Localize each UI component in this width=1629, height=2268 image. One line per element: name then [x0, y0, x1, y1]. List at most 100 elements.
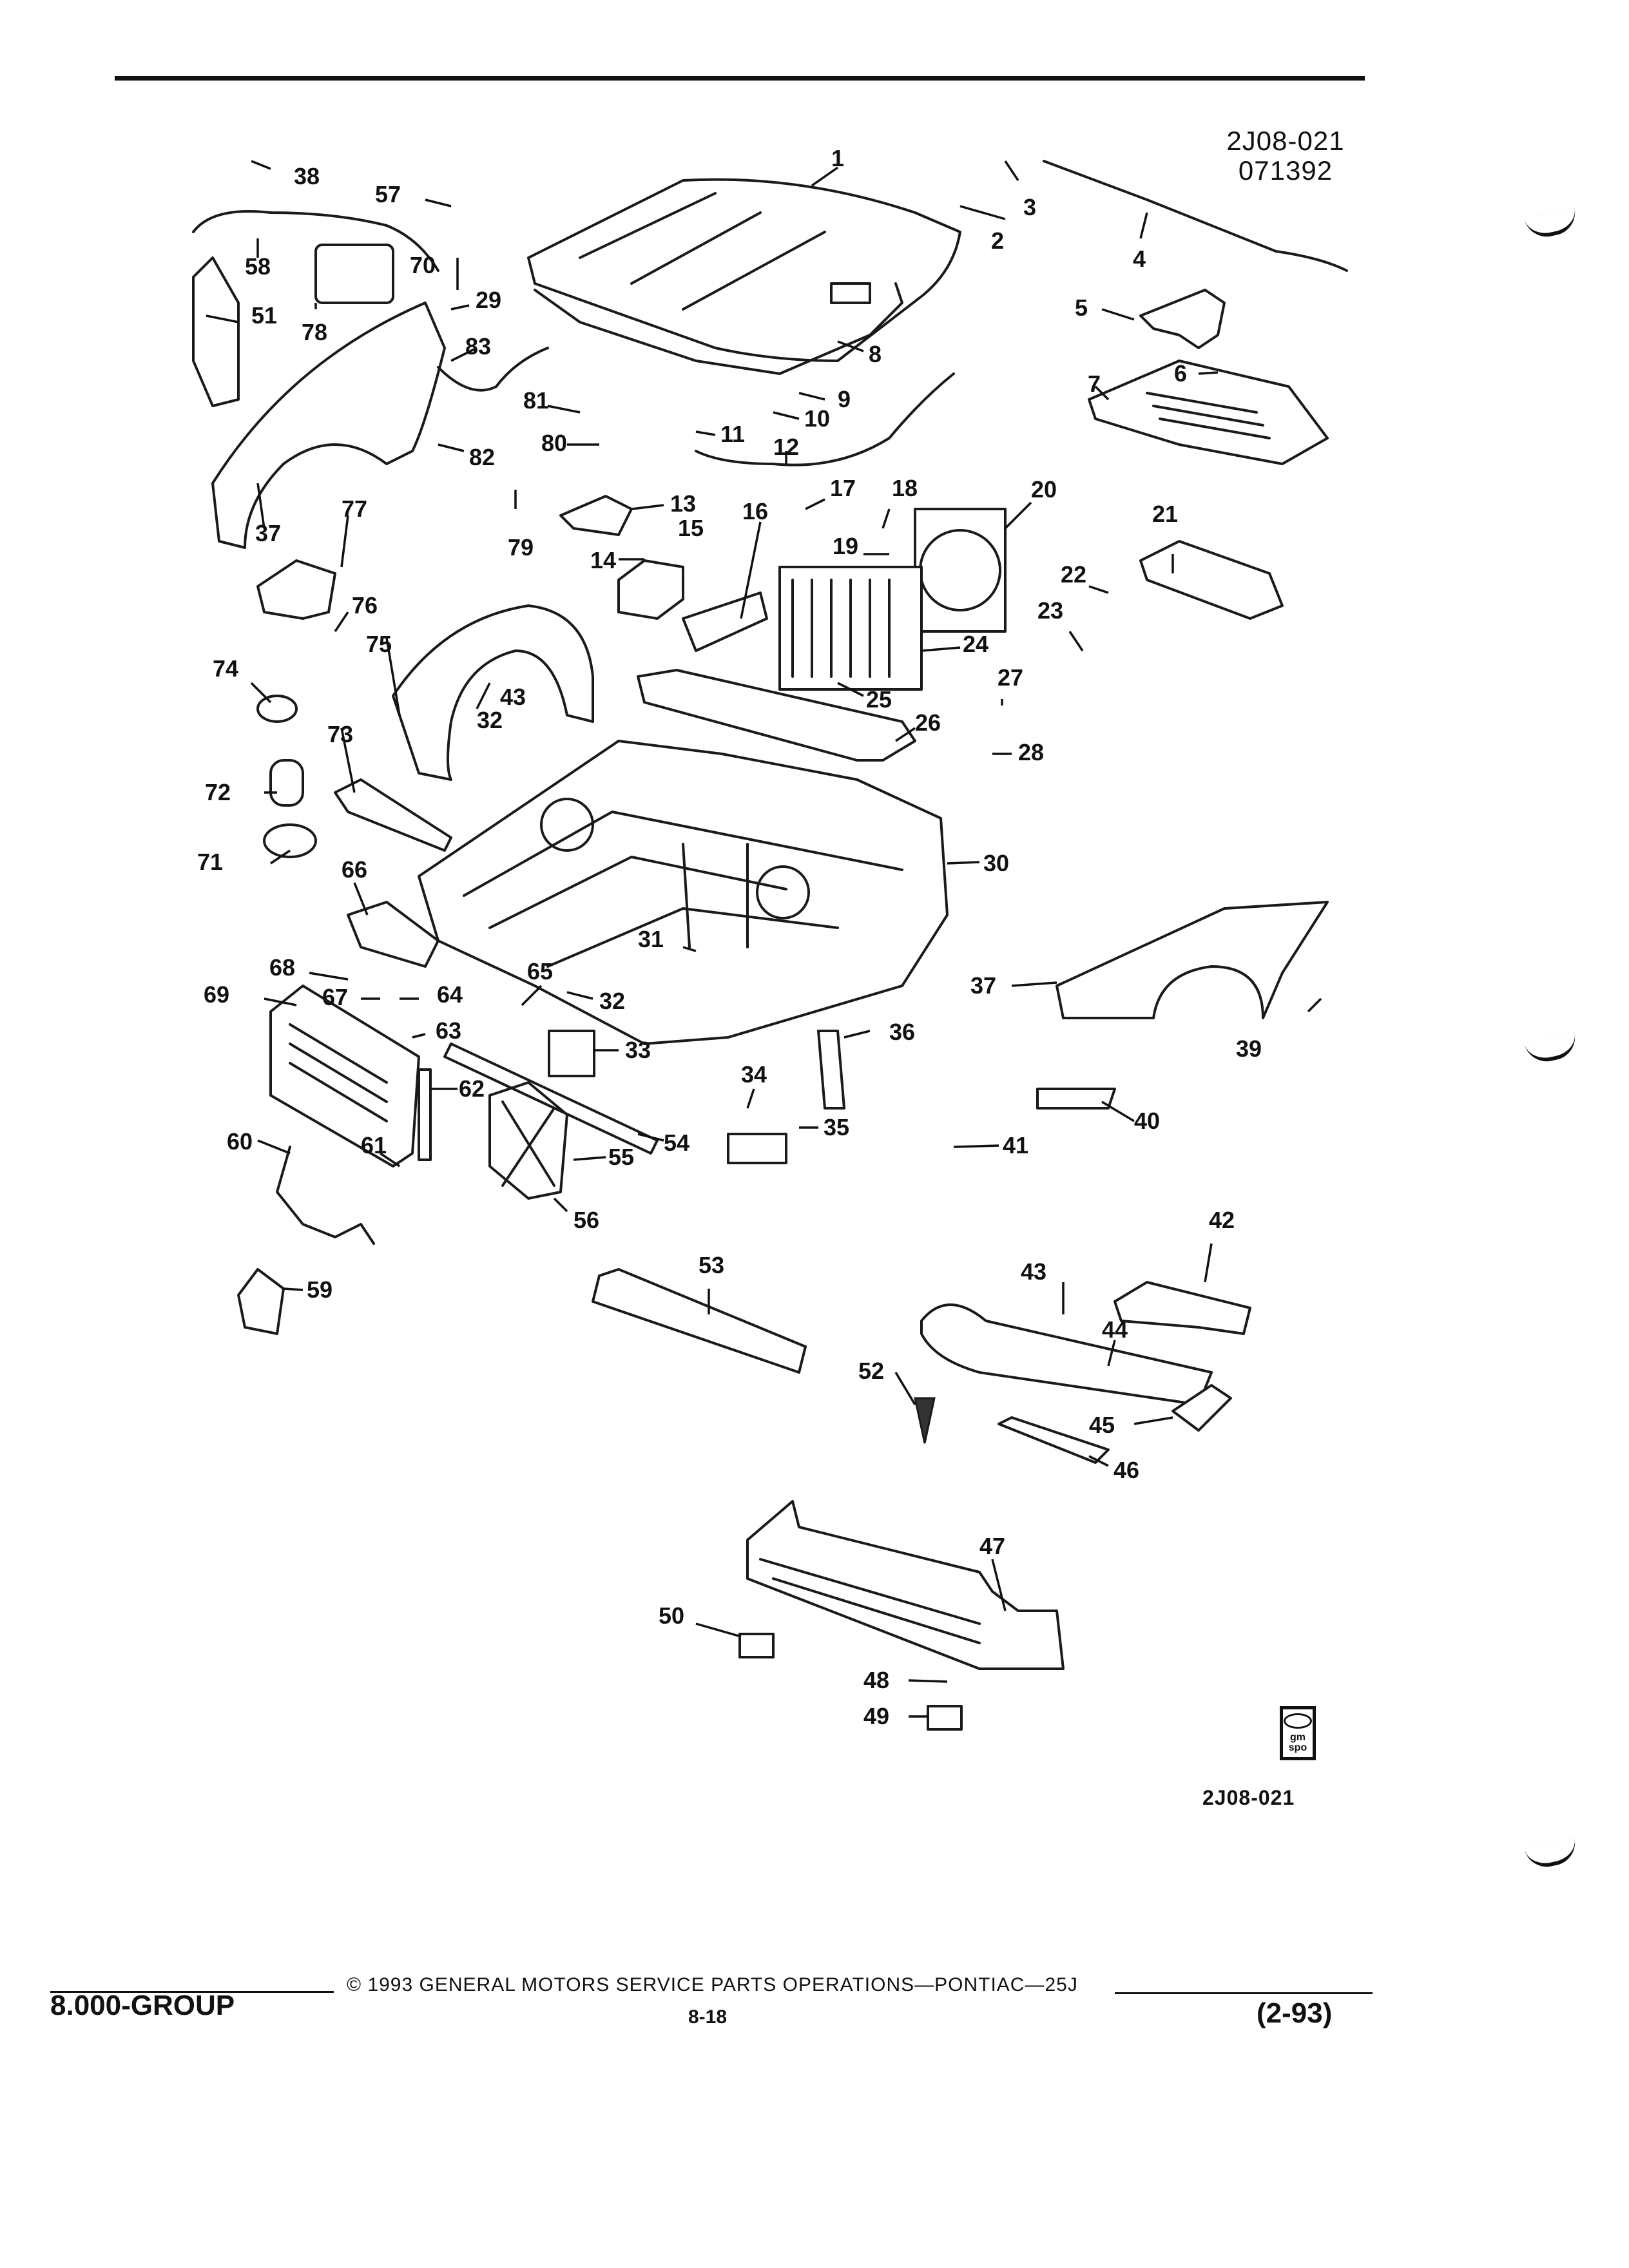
leader-line: [991, 1559, 1007, 1611]
leader-line: [637, 1133, 664, 1142]
callout-15: 15: [678, 515, 704, 541]
callout-40: 40: [1134, 1108, 1160, 1134]
callout-22: 22: [1061, 561, 1086, 588]
callout-3: 3: [1023, 194, 1036, 220]
callout-32-lower: 32: [599, 988, 625, 1014]
radiator-core-lines: [791, 579, 891, 678]
leader-line: [1088, 585, 1109, 594]
leader-line: [270, 849, 291, 865]
callout-21: 21: [1152, 501, 1178, 527]
callout-8: 8: [869, 341, 882, 367]
callout-43-upper: 43: [500, 684, 526, 710]
illustration-code-line1: 2J08-021: [1226, 126, 1345, 156]
callout-79: 79: [508, 534, 534, 561]
seal-62: [418, 1068, 432, 1161]
illustration-code-line2: 071392: [1238, 155, 1333, 186]
callout-58: 58: [245, 253, 271, 280]
leader-line: [438, 443, 465, 452]
leader-line: [521, 985, 543, 1006]
leader-line: [631, 504, 664, 510]
wiring-harness: [437, 347, 549, 392]
callout-29: 29: [476, 287, 501, 313]
callout-66: 66: [342, 856, 367, 883]
callout-10: 10: [804, 405, 830, 432]
leader-line: [412, 1033, 426, 1039]
leader-line: [1004, 160, 1019, 181]
hood-latch-box: [830, 282, 871, 304]
condenser-fins: [289, 1023, 388, 1122]
leader-line: [921, 646, 961, 652]
callout-71: 71: [197, 849, 223, 875]
leader-line: [264, 997, 297, 1006]
leader-line: [476, 682, 491, 709]
callout-16: 16: [742, 498, 768, 524]
hood-inner-panel: [534, 282, 903, 375]
callout-27: 27: [998, 664, 1023, 691]
leader-line: [837, 340, 864, 352]
leader-line: [1139, 212, 1148, 239]
leader-line: [340, 727, 356, 793]
leader-line: [740, 521, 762, 619]
callout-17: 17: [830, 475, 856, 501]
callout-64: 64: [437, 981, 463, 1008]
leader-line: [566, 991, 593, 1000]
callout-62: 62: [459, 1075, 485, 1102]
callout-60: 60: [227, 1128, 253, 1155]
inner-fender-liner: [392, 604, 594, 781]
callout-37-left: 37: [255, 520, 281, 546]
logo-text: gm spo: [1288, 1732, 1307, 1753]
leader-line: [1004, 501, 1032, 530]
callout-31: 31: [638, 926, 664, 952]
leader-line: [908, 1679, 948, 1683]
leader-line: [947, 861, 980, 865]
footer-rule-left: [50, 1991, 334, 1993]
callout-39: 39: [1236, 1035, 1262, 1062]
footer-rule-right: [1115, 1992, 1373, 1994]
callout-32-upper: 32: [477, 707, 503, 733]
callout-70: 70: [410, 252, 436, 278]
headlamp-actuator: [1113, 1281, 1251, 1335]
leader-line: [425, 198, 452, 207]
callout-20: 20: [1031, 476, 1057, 503]
callout-25: 25: [866, 686, 892, 713]
footer-date-code: (2-93): [1257, 1997, 1333, 2029]
callout-61: 61: [361, 1132, 387, 1158]
marker-lamp: [1171, 1384, 1232, 1432]
body-structure-detail: [463, 811, 903, 968]
leader-line: [251, 160, 271, 170]
leader-line: [1101, 1100, 1135, 1122]
callout-2: 2: [991, 227, 1004, 254]
callout-5: 5: [1075, 294, 1088, 321]
callout-19: 19: [833, 533, 858, 559]
part-77: [256, 559, 336, 620]
callout-72: 72: [205, 779, 231, 805]
callout-81: 81: [523, 387, 549, 414]
callout-54: 54: [664, 1129, 689, 1156]
part-74: [256, 695, 298, 723]
top-rule: [115, 76, 1365, 81]
radiator-support-rail: [637, 669, 916, 762]
callout-69: 69: [204, 981, 229, 1008]
callout-11: 11: [720, 421, 745, 447]
front-body-structure: [418, 740, 949, 1045]
leader-line: [334, 611, 349, 632]
leader-line: [843, 1030, 871, 1039]
hood-release-cable: [695, 372, 955, 466]
callout-41: 41: [1003, 1132, 1028, 1158]
part-66: [347, 901, 439, 968]
callout-38: 38: [294, 163, 320, 189]
leader-line: [882, 508, 891, 529]
washer-hose: [192, 210, 439, 272]
footer-group-label: 8.000-GROUP: [50, 1990, 235, 2021]
callout-77: 77: [342, 495, 367, 522]
callout-13: 13: [670, 490, 696, 517]
radiator-support-lower-x: [501, 1100, 555, 1187]
part-72: [269, 759, 304, 807]
leader-line: [1204, 1243, 1213, 1283]
weatherstrip: [1043, 160, 1348, 272]
callout-50: 50: [659, 1602, 684, 1629]
leader-line: [206, 314, 239, 323]
bottom-illustration-code: 2J08-021: [1202, 1786, 1295, 1809]
bracket-16: [682, 591, 768, 652]
leader-line: [573, 1156, 606, 1161]
